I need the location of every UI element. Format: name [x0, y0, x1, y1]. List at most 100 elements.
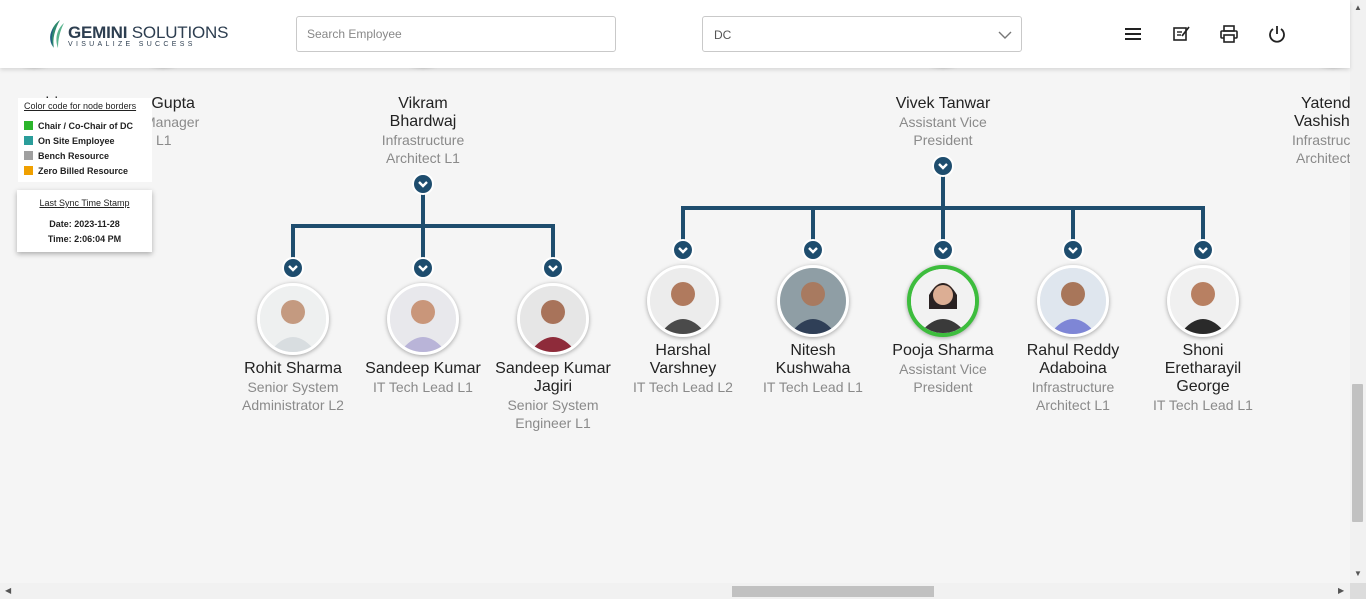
legend-item: Bench Resource	[24, 151, 109, 161]
avatar[interactable]	[257, 283, 329, 355]
person-photo-icon	[780, 268, 846, 334]
avatar[interactable]	[647, 265, 719, 337]
legend-swatch	[24, 151, 33, 160]
employee-node[interactable]: Nitesh Kushwaha IT Tech Lead L1	[748, 342, 878, 396]
scroll-left-arrow-icon[interactable]: ◀	[5, 586, 12, 595]
expand-toggle[interactable]	[412, 173, 434, 195]
vertical-scroll-thumb[interactable]	[1352, 384, 1363, 522]
search-employee-input[interactable]	[296, 16, 616, 52]
dc-select-value: DC	[714, 28, 732, 42]
employee-name: Yatend	[1301, 95, 1350, 112]
horizontal-scrollbar[interactable]	[0, 583, 1350, 599]
employee-title: Manager	[144, 114, 200, 130]
legend-title: Color code for node borders	[24, 101, 137, 111]
expand-toggle[interactable]	[672, 239, 694, 261]
legend-swatch	[24, 121, 33, 130]
expand-toggle[interactable]	[1192, 239, 1214, 261]
employee-node[interactable]: Yatend Vashish Infrastruc Architect	[1268, 95, 1350, 167]
employee-node[interactable]: Sandeep Kumar Jagiri Senior System Engin…	[488, 360, 618, 432]
sync-time: Time: 2:06:04 PM	[47, 234, 122, 244]
scroll-up-arrow-icon[interactable]: ▲	[1354, 3, 1362, 12]
chevron-down-icon	[938, 163, 948, 170]
employee-name: Shoni	[1182, 342, 1224, 359]
avatar[interactable]	[517, 283, 589, 355]
chevron-down-icon	[938, 247, 948, 254]
employee-title: Assistant Vice	[899, 361, 987, 377]
logo: GEMINI SOLUTIONS VISUALIZE SUCCESS	[46, 17, 228, 51]
expand-toggle[interactable]	[932, 155, 954, 177]
expand-toggle[interactable]	[932, 239, 954, 261]
employee-name: Rahul Reddy	[1026, 342, 1120, 359]
chevron-down-icon	[808, 247, 818, 254]
employee-name: Varshney	[649, 360, 717, 377]
employee-title: President	[913, 379, 973, 395]
employee-title: Administrator L2	[242, 397, 344, 413]
expand-toggle[interactable]	[542, 257, 564, 279]
sync-title: Last Sync Time Stamp	[39, 198, 130, 208]
employee-name: Harshal	[655, 342, 711, 359]
employee-name: Vivek Tanwar	[895, 95, 991, 112]
employee-name: Nitesh	[790, 342, 836, 359]
employee-title: Engineer L1	[515, 415, 591, 431]
expand-toggle[interactable]	[802, 239, 824, 261]
employee-node[interactable]: Sandeep Kumar IT Tech Lead L1	[358, 360, 488, 396]
person-photo-icon	[911, 269, 975, 333]
employee-title: Architect L1	[1036, 397, 1110, 413]
employee-name: Eretharayil	[1164, 360, 1242, 377]
sync-timestamp-box: Last Sync Time Stamp Date: 2023-11-28 Ti…	[17, 190, 152, 252]
employee-node[interactable]: a Gupta Manager L1	[138, 95, 258, 149]
employee-name: Sandeep Kumar	[365, 360, 481, 377]
avatar[interactable]	[777, 265, 849, 337]
employee-node[interactable]: Vikram Bhardwaj Infrastructure Architect…	[358, 95, 488, 167]
sync-date: Date: 2023-11-28	[49, 219, 120, 229]
person-photo-icon	[260, 286, 326, 352]
horizontal-scroll-thumb[interactable]	[732, 586, 934, 597]
chevron-down-icon	[1068, 247, 1078, 254]
expand-toggle[interactable]	[1062, 239, 1084, 261]
employee-name: a Gupta	[138, 95, 195, 112]
chevron-down-icon	[678, 247, 688, 254]
employee-name: Pooja Sharma	[892, 342, 994, 359]
print-icon[interactable]	[1219, 24, 1239, 44]
employee-title: Architect	[1296, 150, 1350, 166]
avatar[interactable]	[1037, 265, 1109, 337]
employee-node[interactable]: Rohit Sharma Senior System Administrator…	[228, 360, 358, 414]
employee-node[interactable]: Harshal Varshney IT Tech Lead L2	[618, 342, 748, 396]
employee-node[interactable]: Vivek Tanwar Assistant Vice President	[878, 95, 1008, 149]
employee-node[interactable]: Rahul Reddy Adaboina Infrastructure Arch…	[1008, 342, 1138, 414]
chevron-down-icon	[418, 265, 428, 272]
employee-node[interactable]: Shoni Eretharayil George IT Tech Lead L1	[1138, 342, 1268, 414]
employee-name: Kushwaha	[775, 360, 851, 377]
chevron-down-icon	[1198, 247, 1208, 254]
scroll-right-arrow-icon[interactable]: ▶	[1338, 586, 1345, 595]
legend-item: On Site Employee	[24, 136, 115, 146]
leaf-logo-icon	[50, 20, 64, 48]
dc-select[interactable]: DC	[702, 16, 1022, 52]
power-icon[interactable]	[1267, 24, 1287, 44]
employee-title: Senior System	[247, 379, 339, 395]
scrollbar-corner	[1350, 583, 1366, 599]
employee-name: Rohit Sharma	[244, 360, 342, 377]
legend-swatch	[24, 166, 33, 175]
legend-item: Zero Billed Resource	[24, 166, 128, 176]
logo-name: GEMINI SOLUTIONS	[68, 23, 229, 42]
employee-title: Architect L1	[386, 150, 460, 166]
logo-tagline: VISUALIZE SUCCESS	[68, 41, 196, 48]
person-photo-icon	[1170, 268, 1236, 334]
avatar[interactable]	[907, 265, 979, 337]
scroll-down-arrow-icon[interactable]: ▼	[1354, 569, 1362, 578]
avatar[interactable]	[387, 283, 459, 355]
expand-toggle[interactable]	[412, 257, 434, 279]
employee-node[interactable]: Pooja Sharma Assistant Vice President	[878, 342, 1008, 396]
edit-icon[interactable]	[1171, 24, 1191, 44]
expand-toggle[interactable]	[282, 257, 304, 279]
chevron-down-icon	[418, 181, 428, 188]
chevron-down-icon	[288, 265, 298, 272]
employee-title: IT Tech Lead L1	[763, 379, 863, 395]
employee-name: Vikram	[398, 95, 448, 112]
employee-title: Infrastruc	[1292, 132, 1350, 148]
employee-name: Bhardwaj	[389, 113, 457, 130]
avatar[interactable]	[1167, 265, 1239, 337]
menu-icon[interactable]	[1123, 24, 1143, 44]
employee-name: Vashish	[1294, 113, 1350, 130]
